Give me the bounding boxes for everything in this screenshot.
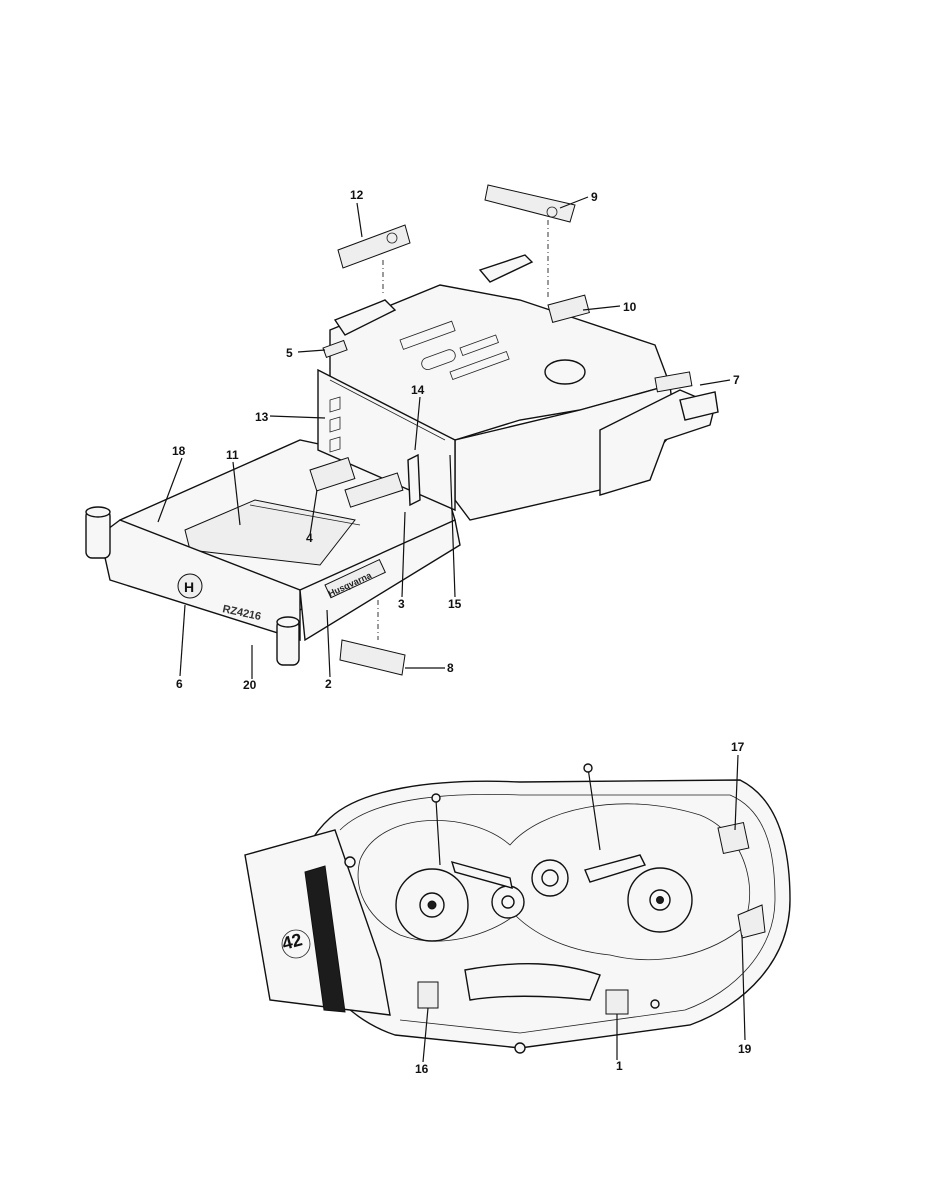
callout-20: 20	[243, 678, 257, 692]
callout-18: 18	[172, 444, 186, 458]
callout-11: 11	[226, 448, 239, 462]
callout-8: 8	[447, 661, 454, 675]
callout-1: 1	[616, 1059, 623, 1073]
callout-2: 2	[325, 677, 332, 691]
callout-16: 16	[415, 1062, 429, 1076]
callout-4: 4	[306, 531, 313, 545]
callout-labels: 1 2 3 4 5 6 7 8 9 10 11 12 13 14 15 16 1…	[172, 188, 752, 1076]
callout-19: 19	[738, 1042, 752, 1056]
callout-9: 9	[591, 190, 598, 204]
mower-deck: 42	[244, 763, 791, 1054]
callout-6: 6	[176, 677, 183, 691]
callout-14: 14	[411, 383, 425, 397]
callout-12: 12	[350, 188, 364, 202]
callout-10: 10	[623, 300, 637, 314]
callout-3: 3	[398, 597, 405, 611]
frame-assembly: Husqvarna H RZ4216	[85, 184, 719, 676]
callout-15: 15	[448, 597, 462, 611]
husqvarna-logo-icon: H	[184, 579, 194, 595]
leader-lines-bottom	[422, 754, 746, 1063]
callout-7: 7	[733, 373, 740, 387]
leader-lines-top	[157, 196, 731, 679]
callout-5: 5	[286, 346, 293, 360]
callout-17: 17	[731, 740, 745, 754]
callout-13: 13	[255, 410, 269, 424]
